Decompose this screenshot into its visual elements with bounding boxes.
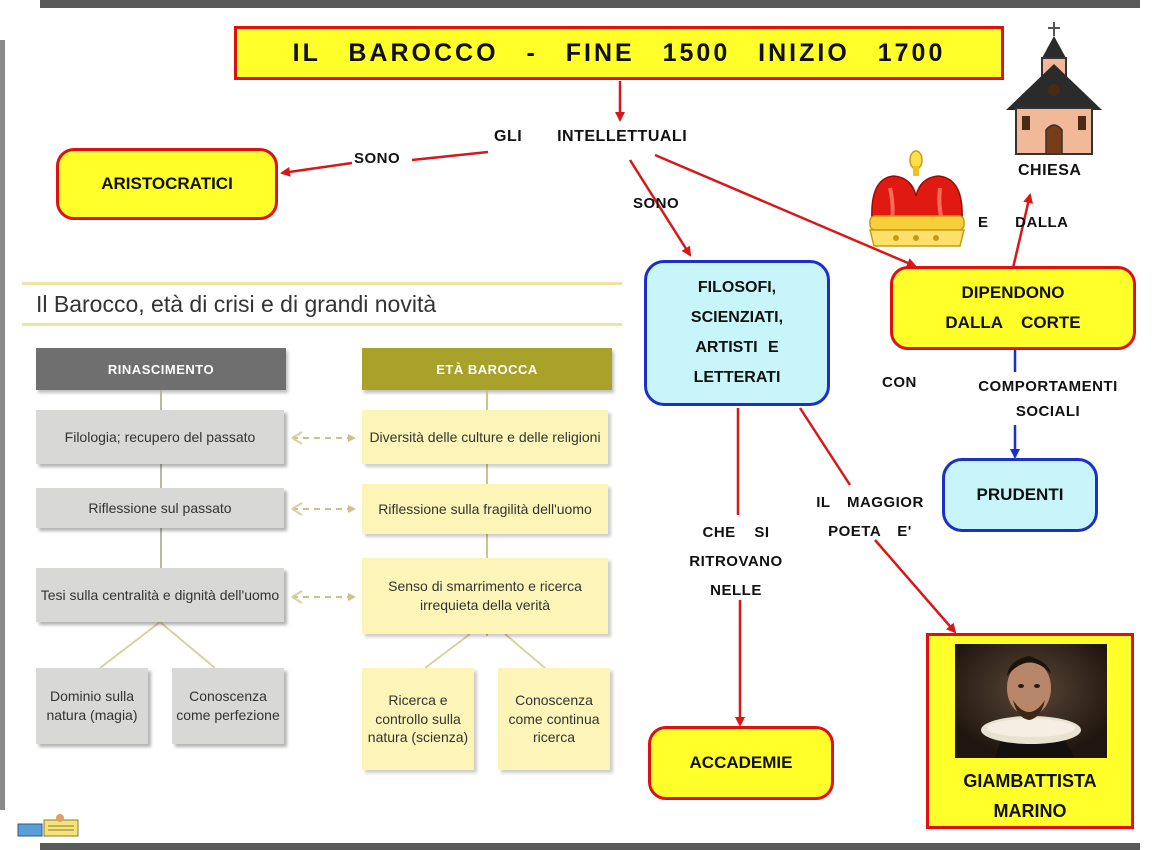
crown-icon [866,150,970,259]
barocca-row-1: Diversità delle culture e delle religion… [362,410,608,464]
header-rinascimento: RINASCIMENTO [36,348,286,390]
rinascimento-row-3: Tesi sulla centralità e dignità dell'uom… [36,568,284,622]
link-comportamenti-sociali: COMPORTAMENTI SOCIALI [978,378,1118,420]
portrait-name: GIAMBATTISTA MARINO [963,771,1097,821]
node-intellettuali: GLI INTELLETTUALI [494,128,688,145]
frame-top-border [40,0,1140,8]
link-e-dalla: E DALLA [978,214,1069,231]
link-che-si-ritrovano: CHE SI RITROVANO NELLE [689,524,783,599]
barocca-row-2: Riflessione sulla fragilità dell'uomo [362,484,608,534]
rinascimento-bottom-2: Conoscenza come perfezione [172,668,284,744]
rinascimento-row-1: Filologia; recupero del passato [36,410,284,464]
node-filosofi: FILOSOFI, SCIENZIATI, ARTISTI E LETTERAT… [644,260,830,406]
link-con: CON [882,374,917,391]
panel-title: Il Barocco, età di crisi e di grandi nov… [22,282,622,326]
node-dipendono-corte: DIPENDONO DALLA CORTE [890,266,1136,350]
rinascimento-bottom-1: Dominio sulla natura (magia) [36,668,148,744]
node-accademie: ACCADEMIE [648,726,834,800]
link-sono-down: SONO [633,195,680,212]
barocca-bottom-1: Ricerca e controllo sulla natura (scienz… [362,668,474,770]
barocca-bottom-2: Conoscenza come continua ricerca [498,668,610,770]
link-maggior-poeta: IL MAGGIOR POETA E' [816,494,924,540]
church-icon [1002,20,1106,165]
diagram-title: IL BAROCCO - FINE 1500 INIZIO 1700 [234,26,1004,80]
node-chiesa: CHIESA [1018,162,1082,179]
book-icon [14,812,82,845]
node-prudenti: PRUDENTI [942,458,1098,532]
node-giambattista-marino: GIAMBATTISTA MARINO [926,633,1134,829]
frame-bottom-border [40,843,1140,850]
link-sono-left: SONO [354,150,401,167]
node-aristocratici: ARISTOCRATICI [56,148,278,220]
barocca-row-3: Senso di smarrimento e ricerca irrequiet… [362,558,608,634]
frame-left-border [0,40,5,810]
header-eta-barocca: ETÀ BAROCCA [362,348,612,390]
rinascimento-row-2: Riflessione sul passato [36,488,284,528]
portrait-image [955,644,1107,758]
